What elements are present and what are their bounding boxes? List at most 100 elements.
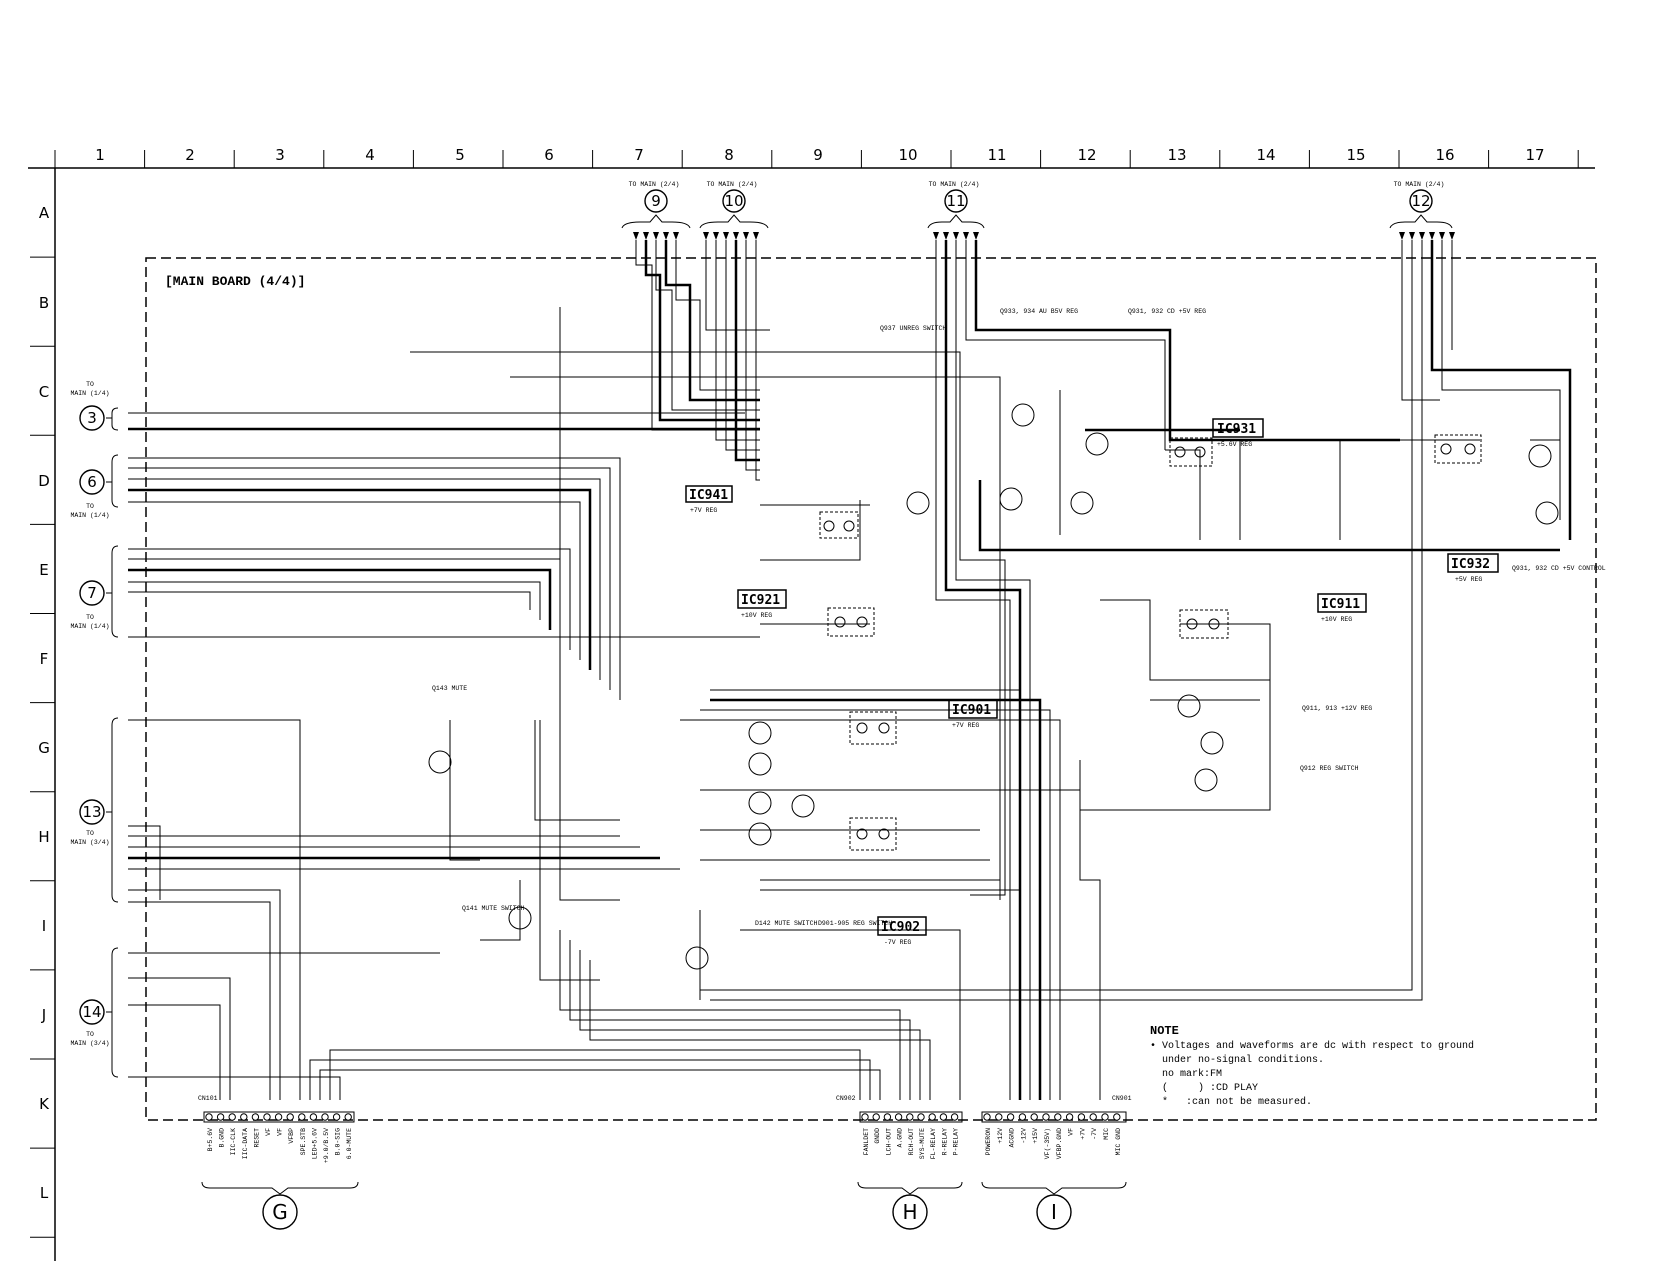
pin-label: RCH-OUT (908, 1128, 915, 1155)
pin-label: B.0-SIG (335, 1128, 342, 1155)
connector-pin (1042, 1113, 1050, 1121)
top-bus-wires (635, 240, 1572, 1100)
top-pin-arrows (633, 232, 1455, 240)
connector-pin (1089, 1113, 1097, 1121)
connector-pin (286, 1113, 294, 1121)
pin-label: B+5.6V (207, 1128, 214, 1152)
pin-arrow (713, 232, 719, 240)
pin-label: A.GND (897, 1128, 904, 1148)
col-label: 11 (987, 146, 1006, 164)
connector-ref: CN101 (198, 1095, 218, 1102)
connector-pin (883, 1113, 892, 1121)
connector-pin (906, 1113, 914, 1121)
connector-pin (950, 1113, 959, 1121)
col-label: 6 (544, 146, 554, 164)
board-title: [MAIN BOARD (4/4)] (165, 274, 305, 289)
ic-desc: +7V REG (690, 507, 717, 514)
annotation: Q141 MUTE SWITCH (462, 905, 525, 912)
connector-number: 12 (1411, 192, 1430, 210)
annotation: Q143 MUTE (432, 685, 467, 692)
col-label: 17 (1525, 146, 1544, 164)
board-outline (145, 257, 1597, 1121)
ic901: IC901 +7V REG (849, 699, 998, 851)
connector-letter: H (902, 1200, 917, 1224)
ic-desc: +10V REG (741, 612, 772, 619)
ic-desc: +7V REG (952, 722, 979, 729)
pin-arrow (633, 232, 639, 240)
column-labels: 1 2 3 4 5 6 7 8 9 10 11 12 13 14 15 16 1… (95, 146, 1544, 164)
note-line: no mark:FM (1150, 1068, 1222, 1080)
connector-11: TO MAIN (2/4) 11 (927, 181, 985, 229)
pin-arrow (743, 232, 749, 240)
pin-label: GNDD (874, 1128, 881, 1144)
cn901-block: CN901 (981, 1095, 1132, 1123)
grid-frame (28, 167, 1595, 1261)
ic902: IC902 -7V REG (877, 916, 927, 946)
connector-pin (1113, 1113, 1121, 1121)
connector-pin (228, 1113, 236, 1121)
col-label: 5 (455, 146, 465, 164)
connector-to-label: TO MAIN (2/4) (1394, 181, 1445, 188)
annotation: Q911, 913 +12V REG (1302, 705, 1372, 712)
row-label: F (40, 650, 49, 668)
ic-desc: +10V REG (1321, 616, 1352, 623)
pin-label: VF (1068, 1128, 1075, 1136)
col-label: 15 (1346, 146, 1365, 164)
pin-arrow (653, 232, 659, 240)
connector-pin (205, 1113, 213, 1121)
pin-label: POWERON (985, 1128, 992, 1155)
connector-pin (928, 1113, 936, 1121)
pin-label: P-RELAY (953, 1128, 960, 1155)
ic-name: IC902 (881, 920, 920, 935)
connector-to-label: MAIN (3/4) (70, 839, 109, 846)
connector-pin (274, 1113, 283, 1121)
row-label: J (41, 1006, 46, 1024)
connector-pin (309, 1113, 318, 1121)
pin-label: VFBP (288, 1128, 295, 1144)
connector-to-label: TO MAIN (2/4) (707, 181, 758, 188)
ic931: IC931 +5.6V REG (1169, 418, 1264, 467)
annotation: Q933, 934 AU B5V REG (1000, 308, 1078, 315)
connector-pin (216, 1113, 225, 1121)
pin-label: +12V (997, 1128, 1004, 1144)
pin-label: VF(-35V) (1044, 1128, 1051, 1159)
connector-pin (1077, 1113, 1086, 1121)
pin-arrow (1429, 232, 1435, 240)
ic-name: IC901 (952, 703, 991, 718)
connector-pin (894, 1113, 903, 1121)
ic-desc: -7V REG (884, 939, 911, 946)
pin-label: VF (265, 1128, 272, 1136)
connector-7: 7 TO MAIN (1/4) (70, 545, 119, 638)
connector-number: 13 (82, 803, 101, 821)
annotation: Q937 UNREG SWITCH (880, 325, 946, 332)
pin-arrow (1449, 232, 1455, 240)
note-line: under no-signal conditions. (1150, 1054, 1324, 1066)
connector-number: 9 (651, 192, 661, 210)
pin-label: FANLDET (863, 1128, 870, 1155)
connector-12: TO MAIN (2/4) 12 (1389, 181, 1453, 229)
connector-to-label: TO (86, 614, 94, 621)
col-label: 2 (185, 146, 195, 164)
annotation: Q912 REG SWITCH (1300, 765, 1359, 772)
connector-to-label: TO (86, 1031, 94, 1038)
annotation: Q931, 932 CD +5V CONTROL (1512, 565, 1606, 572)
connector-pin (321, 1113, 329, 1121)
col-label: 10 (898, 146, 917, 164)
pin-arrow (1419, 232, 1425, 240)
connector-to-label: MAIN (3/4) (70, 1040, 109, 1047)
annotation: D142 MUTE SWITCH (755, 920, 818, 927)
pin-arrow (1409, 232, 1415, 240)
connector-letter: I (1051, 1200, 1057, 1224)
connector-ref: CN901 (1112, 1095, 1132, 1102)
row-labels: A B C D E F G H I J K L (38, 204, 50, 1202)
connector-pin (861, 1113, 869, 1121)
annotations: Q937 UNREG SWITCH Q933, 934 AU B5V REG Q… (432, 308, 1606, 927)
ic941: IC941 +7V REG (685, 485, 859, 539)
connector-pin (872, 1113, 880, 1121)
connector-14: 14 TO MAIN (3/4) (70, 947, 119, 1078)
connector-number: 14 (82, 1003, 101, 1021)
row-label: E (39, 561, 48, 579)
connector-13: 13 TO MAIN (3/4) (70, 717, 119, 903)
connector-pin (983, 1113, 991, 1121)
